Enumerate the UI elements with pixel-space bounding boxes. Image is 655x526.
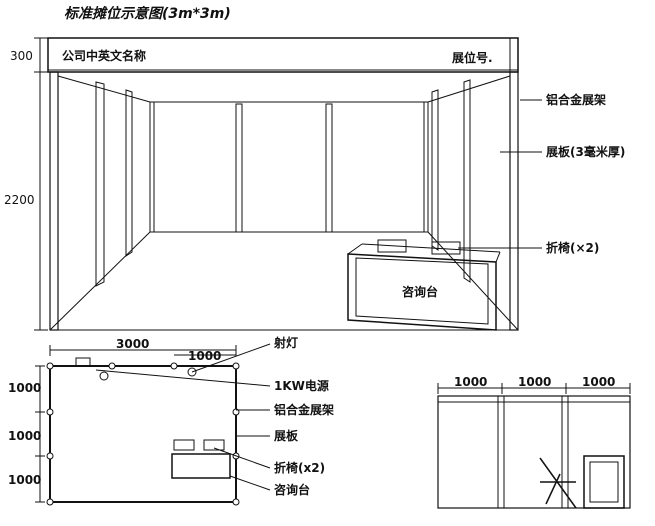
floor-plan: 3000 1000 1000 1000 1000 [8,335,334,506]
plan-desk-label: 咨询台 [274,482,310,497]
panel-label: 展板(3毫米厚) [546,144,625,159]
wall-height-label: 2200 [4,193,35,207]
plan-depth-2-label: 1000 [8,429,41,443]
desk-label: 咨询台 [402,284,438,299]
frame-label: 铝合金展架 [546,92,606,107]
power-label: 1KW电源 [274,378,329,393]
elevation-2-label: 1000 [518,375,551,389]
diagram-title: 标准摊位示意图(3m*3m) [64,5,231,22]
plan-width-label: 3000 [116,337,149,351]
fascia-height-label: 300 [10,49,33,63]
elevation-chair [539,457,577,509]
chair-label: 折椅(×2) [546,240,599,255]
plan-chair-label: 折椅(x2) [274,460,325,475]
perspective-callouts: 铝合金展架 展板(3毫米厚) 折椅(×2) [458,92,625,255]
spotlight-label: 射灯 [273,335,298,350]
booth-number-label: 展位号. [452,50,493,65]
booth-perspective: 咨询台 [49,71,519,331]
elevation-1-label: 1000 [454,375,487,389]
plan-depth-1-label: 1000 [8,381,41,395]
front-elevation: 1000 1000 1000 [437,375,631,509]
elevation-desk [583,455,625,509]
company-name-label: 公司中英文名称 [62,48,146,63]
plan-depth-3-label: 1000 [8,473,41,487]
height-dimensions: 300 2200 [4,37,48,331]
spotlight-spacing-label: 1000 [188,349,221,363]
fascia-board: 公司中英文名称 展位号. [47,37,519,73]
elevation-3-label: 1000 [582,375,615,389]
plan-panel-label: 展板 [274,428,299,443]
info-desk: 咨询台 [347,243,501,331]
plan-frame-label: 铝合金展架 [274,402,334,417]
